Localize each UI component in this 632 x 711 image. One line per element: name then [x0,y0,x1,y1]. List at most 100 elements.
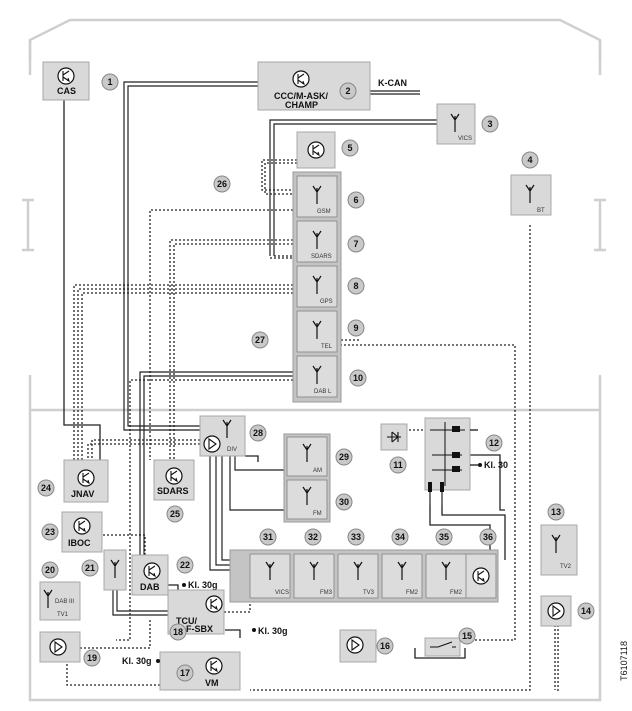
svg-text:26: 26 [217,179,227,189]
vics-top-label: VICS [458,136,472,142]
marker-34: 34 [391,528,409,546]
svg-text:14: 14 [581,606,591,616]
marker-7: 7 [347,235,365,253]
diode-component [380,423,408,451]
svg-text:32: 32 [308,532,318,542]
svg-text:12: 12 [489,438,499,448]
svg-text:4: 4 [527,155,532,165]
ccc-label-1: CCC/M-ASK/ [274,91,328,101]
dab-label: DAB [140,582,160,592]
ccc-module: CCC/M-ASK/ CHAMP K-CAN [257,61,407,111]
marker-14: 14 [577,602,595,620]
dabiii-label: DAB III [55,599,74,605]
vm-label: VM [205,678,219,688]
dab-module: DAB Kl. 30g [131,554,218,596]
vics-antenna: VICS [436,103,476,145]
marker-31: 31 [259,528,277,546]
svg-text:19: 19 [87,653,97,663]
svg-text:11: 11 [393,460,403,470]
jnav-label: JNAV [71,489,94,499]
svg-text:7: 7 [353,239,358,249]
tv2-label: TV2 [560,564,572,570]
strip-tv3-label: TV3 [363,590,375,596]
svg-text:29: 29 [339,452,349,462]
marker-25: 25 [166,505,184,523]
kl30g-tcu-label: Kl. 30g [258,626,288,636]
strip-fm2-label: FM2 [450,590,463,596]
svg-text:17: 17 [180,668,190,678]
marker-20: 20 [41,561,59,579]
marker-33: 33 [347,528,365,546]
bt-label: BT [537,208,545,214]
kcan-label: K-CAN [378,78,407,88]
sdars-label: SDARS [157,486,189,496]
div-label: DIV [227,447,237,453]
vehicle-outline [22,18,606,702]
marker-29: 29 [335,448,353,466]
marker-12: 12 [485,434,503,452]
svg-text:34: 34 [395,532,405,542]
dab-iii-tv1-antenna: DAB III TV1 [39,581,81,621]
marker-11: 11 [389,456,407,474]
tv1-label: TV1 [57,612,69,618]
kl30g-vm-label: Kl. 30g [122,656,152,666]
marker-36: 36 [479,528,497,546]
tcu-label-1: TCU/ [176,616,197,626]
svg-text:20: 20 [45,565,55,575]
figure-reference: T6107118 [619,641,629,681]
marker-9: 9 [347,319,365,337]
marker-15: 15 [458,627,476,645]
gsm-label: GSM [317,209,331,215]
sdars-module: SDARS [153,459,195,501]
wiring [63,81,559,692]
marker-30: 30 [335,493,353,511]
tv2-antenna: TV2 [540,524,578,576]
dab-band-antenna [103,549,127,591]
marker-4: 4 [521,151,539,169]
vm-module: VM Kl. 30g [122,651,241,691]
marker-35: 35 [435,528,453,546]
tel-label: TEL [321,344,333,350]
gps-label: GPS [320,299,333,305]
strip-fm2b-label: FM2 [406,590,419,596]
marker-1: 1 [101,73,119,91]
filter-module: Kl. 30 [424,417,508,492]
svg-text:35: 35 [439,532,449,542]
marker-17: 17 [176,664,194,682]
am-label: AM [313,468,322,474]
svg-text:33: 33 [351,532,361,542]
antenna-amplifier-module [296,131,336,169]
marker-2: 2 [339,82,357,100]
bt-antenna: BT [510,174,552,216]
sdars-antenna-label: SDARS [311,254,332,260]
marker-3: 3 [481,115,499,133]
svg-text:36: 36 [483,532,493,542]
marker-19: 19 [83,649,101,667]
svg-text:5: 5 [347,143,352,153]
fm-label: FM [313,511,322,517]
svg-text:3: 3 [487,119,492,129]
svg-text:27: 27 [255,335,265,345]
marker-22: 22 [176,556,194,574]
switch-component [424,637,461,657]
marker-21: 21 [81,559,99,577]
rear-window-antenna-strip: VICS FM3 TV3 FM2 FM2 [229,549,499,603]
marker-27: 27 [251,331,269,349]
cas-label: CAS [57,86,76,96]
svg-text:18: 18 [173,627,183,637]
iboc-label: IBOC [68,538,91,548]
marker-24: 24 [37,479,55,497]
diversity-module: DIV [199,415,246,457]
svg-text:13: 13 [551,507,561,517]
svg-text:6: 6 [353,195,358,205]
svg-text:8: 8 [353,281,358,291]
svg-text:1: 1 [107,77,112,87]
strip-fm3-label: FM3 [320,590,333,596]
dab-l-label: DAB L [314,389,332,395]
marker-16: 16 [376,637,394,655]
svg-text:24: 24 [41,483,51,493]
ccc-label-2: CHAMP [285,100,318,110]
svg-text:9: 9 [353,323,358,333]
number-markers: 1 2 3 4 5 6 7 8 9 10 11 12 13 14 15 16 1… [37,73,595,682]
